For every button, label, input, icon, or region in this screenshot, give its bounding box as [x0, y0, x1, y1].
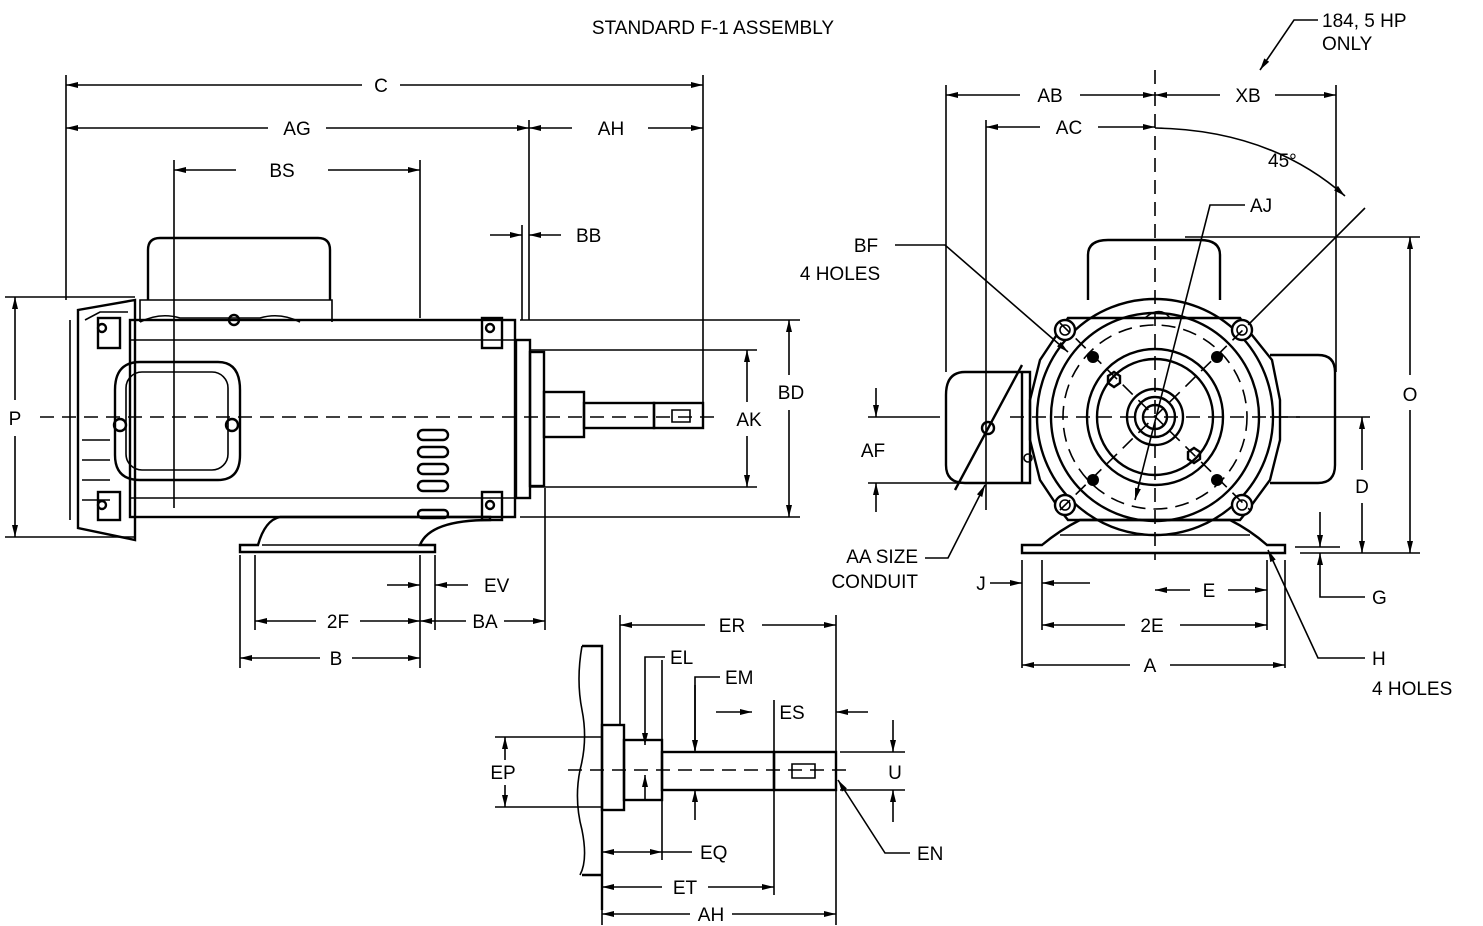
- dim-label-eq: EQ: [700, 843, 727, 864]
- note-leader: [1259, 19, 1318, 71]
- dim-label-bs: BS: [269, 161, 294, 182]
- dim-label-e: E: [1203, 581, 1216, 602]
- dim-label-2e: 2E: [1140, 616, 1163, 637]
- callout-bf-line-2: 4 HOLES: [800, 264, 880, 285]
- callout-aa-line-1: AA SIZE: [846, 547, 918, 568]
- dim-label-b: B: [330, 649, 343, 670]
- dim-label-p: P: [9, 409, 22, 430]
- dim-label-en: EN: [917, 844, 943, 865]
- dim-label-d: D: [1355, 477, 1369, 498]
- dim-label-u: U: [888, 763, 902, 784]
- angle-label: 45°: [1268, 151, 1297, 172]
- dim-label-es: ES: [779, 703, 804, 724]
- dim-label-ab: AB: [1037, 86, 1062, 107]
- dim-label-c: C: [374, 76, 388, 97]
- front-view-dimensions: [873, 92, 1413, 668]
- dim-label-ag: AG: [283, 119, 310, 140]
- dim-label-ah-detail: AH: [698, 905, 724, 926]
- dim-label-ak: AK: [736, 410, 762, 431]
- dim-label-xb: XB: [1235, 86, 1260, 107]
- side-view: [5, 75, 800, 668]
- dim-label-et: ET: [673, 878, 698, 899]
- note-line-2: ONLY: [1322, 34, 1373, 55]
- dim-label-ba: BA: [472, 612, 498, 633]
- callout-h-line-2: 4 HOLES: [1372, 679, 1452, 700]
- dim-label-aj: AJ: [1250, 196, 1272, 217]
- note-line-1: 184, 5 HP: [1322, 11, 1407, 32]
- dim-label-af: AF: [861, 441, 885, 462]
- dim-label-a: A: [1144, 656, 1157, 677]
- dim-label-g: G: [1372, 588, 1387, 609]
- dim-label-ep: EP: [490, 763, 515, 784]
- drawing-title: STANDARD F-1 ASSEMBLY: [592, 18, 834, 39]
- dim-label-j: J: [976, 574, 986, 595]
- dim-label-ah: AH: [598, 119, 624, 140]
- callout-h-line-1: H: [1372, 649, 1386, 670]
- callout-aa-line-2: CONDUIT: [831, 572, 918, 593]
- front-view: [868, 70, 1420, 668]
- dim-label-er: ER: [719, 616, 745, 637]
- dim-label-em: EM: [725, 668, 754, 689]
- dim-label-bd: BD: [778, 383, 804, 404]
- dim-label-bb: BB: [576, 226, 601, 247]
- side-view-dimensions: [12, 82, 792, 661]
- callout-bf-line-1: BF: [854, 236, 878, 257]
- shaft-detail: [495, 615, 905, 925]
- dim-label-o: O: [1403, 385, 1418, 406]
- dim-label-ac: AC: [1056, 118, 1082, 139]
- dim-label-ev: EV: [484, 576, 510, 597]
- dim-label-el: EL: [670, 648, 693, 669]
- dim-label-2f: 2F: [327, 612, 349, 633]
- shaft-detail-dimensions: [502, 622, 910, 917]
